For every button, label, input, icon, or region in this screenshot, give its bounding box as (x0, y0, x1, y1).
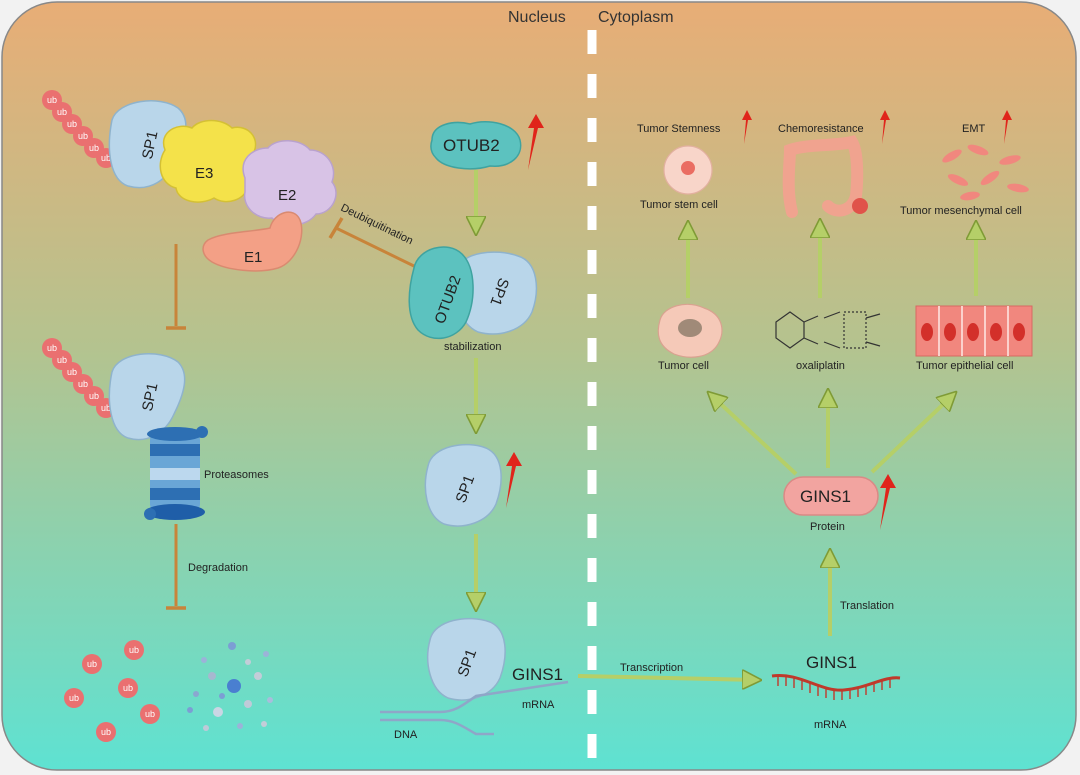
emt-up-icon (1002, 110, 1012, 144)
cytoplasm-label: Cytoplasm (598, 9, 674, 26)
svg-text:ub: ub (123, 683, 133, 693)
mrna-label-cytoplasm: mRNA (814, 719, 847, 731)
oxaliplatin-label: oxaliplatin (796, 360, 845, 372)
svg-text:ub: ub (89, 143, 99, 153)
e2-label: E2 (278, 187, 296, 204)
svg-text:ub: ub (87, 659, 97, 669)
gins1-upregulated-icon (880, 474, 896, 530)
svg-text:ub: ub (57, 355, 67, 365)
gins1-protein (783, 476, 879, 516)
gins1-gene-label: GINS1 (512, 665, 563, 684)
e2-enzyme (242, 140, 337, 226)
tumor-cell-label: Tumor cell (658, 360, 709, 372)
degraded-peptide-fragments (187, 642, 273, 731)
ubiquitin-chain-middle: ub ub ub ub ub ub (42, 338, 116, 418)
tumor-mesenchymal-cell-label: Tumor mesenchymal cell (900, 205, 1022, 217)
colon-organ-icon (782, 135, 868, 218)
arrow-transcription (577, 676, 758, 680)
chemoresistance-up-icon (880, 110, 890, 144)
e1-label: E1 (244, 249, 262, 266)
svg-text:ub: ub (101, 153, 111, 163)
svg-text:ub: ub (57, 107, 67, 117)
dna-label: DNA (394, 729, 418, 741)
tumor-stemness-label: Tumor Stemness (637, 123, 721, 135)
transcription-label: Transcription (620, 662, 683, 674)
sp1-label-proteasome: SP1 (139, 381, 162, 412)
nucleus-label: Nucleus (508, 9, 566, 26)
tumor-stem-cell-icon (663, 145, 713, 195)
tumor-epithelial-cell-label: Tumor epithelial cell (916, 360, 1013, 372)
e1-enzyme (202, 211, 303, 272)
deubiquitination-inhibit-line (335, 226, 419, 270)
mesenchymal-cells-icon (942, 144, 1029, 201)
degradation-label: Degradation (188, 562, 248, 574)
otub2-label: OTUB2 (443, 136, 500, 155)
proteasome-icon (144, 426, 208, 520)
otub2-protein (430, 121, 522, 170)
otub2-protein-complex (408, 246, 474, 340)
svg-text:ub: ub (47, 95, 57, 105)
sp1-protein-proteasome (108, 352, 186, 441)
svg-text:ub: ub (145, 709, 155, 719)
chemoresistance-label: Chemoresistance (778, 123, 864, 135)
sp1-protein-dna (427, 617, 506, 701)
tumor-epithelial-cell-icon (915, 305, 1033, 357)
svg-text:ub: ub (78, 379, 88, 389)
svg-text:ub: ub (129, 645, 139, 655)
svg-text:ub: ub (78, 131, 88, 141)
oxaliplatin-structure-icon (775, 311, 881, 349)
proteasomes-label: Proteasomes (204, 469, 269, 481)
inhibit-bar-e2 (328, 217, 344, 239)
sp1-protein-stabilized (424, 443, 502, 527)
svg-text:ub: ub (47, 343, 57, 353)
sp1-upregulated-icon (506, 452, 522, 508)
svg-text:ub: ub (67, 367, 77, 377)
svg-text:ub: ub (89, 391, 99, 401)
svg-text:ub: ub (101, 403, 111, 413)
free-ubiquitins: ub ub ub ub ub ub (64, 640, 160, 742)
gins1-protein-label: GINS1 (800, 487, 851, 506)
svg-text:ub: ub (101, 727, 111, 737)
sp1-label-top: SP1 (139, 129, 162, 160)
e3-label: E3 (195, 165, 213, 182)
arrow-gins1-to-epithelial (870, 394, 954, 474)
tumor-cell-icon (657, 303, 723, 358)
svg-text:ub: ub (67, 119, 77, 129)
mrna-strand (771, 673, 901, 700)
otub2-upregulated-icon (528, 114, 544, 170)
dna-strand (380, 680, 569, 736)
stemness-up-icon (742, 110, 752, 144)
emt-label: EMT (962, 123, 986, 135)
gins1-mrna-label: GINS1 (806, 653, 857, 672)
ubiquitin-chain-top: ub ub ub ub ub ub (42, 90, 116, 168)
svg-text:ub: ub (69, 693, 79, 703)
stabilization-label: stabilization (444, 341, 501, 353)
mrna-label-nucleus: mRNA (522, 699, 555, 711)
protein-label: Protein (810, 521, 845, 533)
tumor-stem-cell-label: Tumor stem cell (640, 199, 718, 211)
translation-label: Translation (840, 600, 894, 612)
arrow-gins1-to-tumor-cell (710, 394, 798, 476)
